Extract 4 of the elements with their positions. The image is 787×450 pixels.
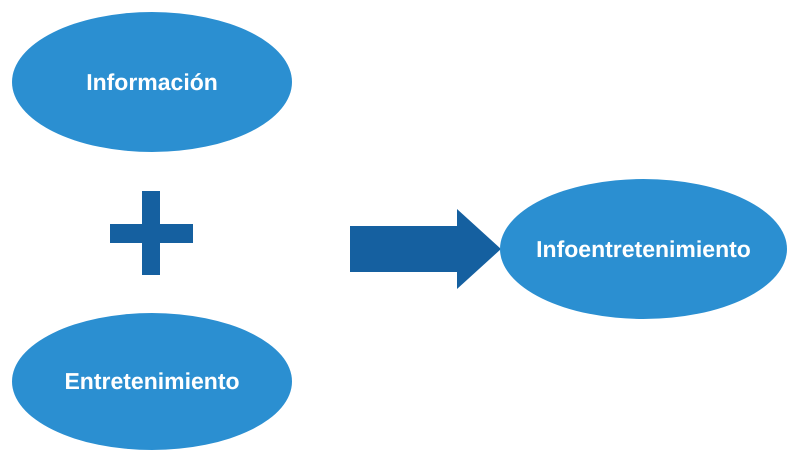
node-label: Infoentretenimiento <box>536 236 751 262</box>
node-label: Entretenimiento <box>64 368 240 395</box>
node-label: Información <box>86 68 218 96</box>
block-arrow <box>350 209 501 289</box>
